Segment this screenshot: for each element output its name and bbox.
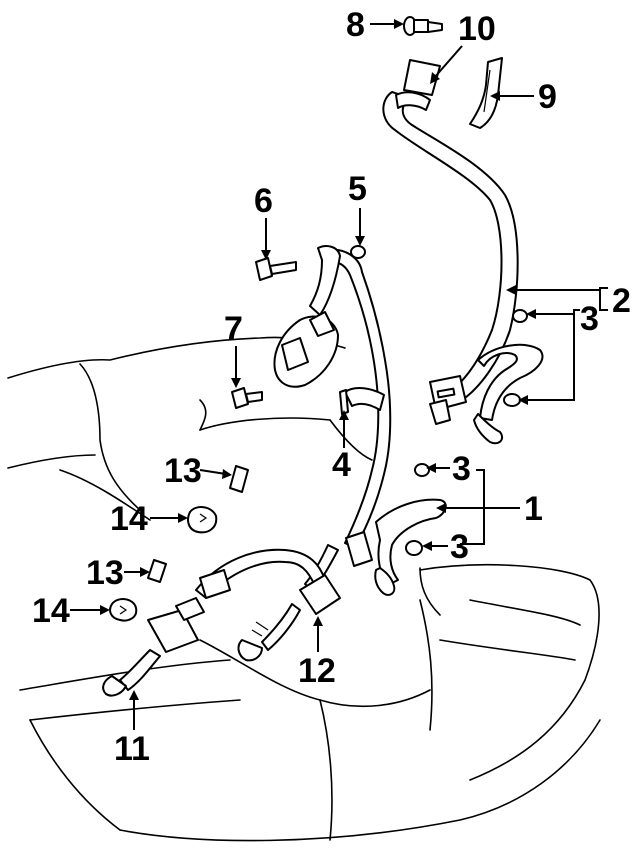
- callout-3-low: 3: [450, 528, 469, 566]
- nut-part-3-right: [503, 393, 521, 407]
- callout-12: 12: [298, 652, 336, 690]
- callout-6: 6: [254, 182, 273, 220]
- callout-13-lower: 13: [86, 554, 124, 592]
- nut-part-3-top: [512, 309, 528, 323]
- center-belt-assembly: [273, 245, 392, 591]
- bolt-part-7: [231, 387, 263, 409]
- buckle-part-12: [237, 574, 341, 662]
- callout-1: 1: [524, 490, 543, 528]
- callout-11: 11: [114, 730, 150, 768]
- bracket-part-4: [339, 387, 385, 415]
- callout-3-top: 3: [580, 300, 599, 338]
- lap-belt-anchor-part-1: [374, 498, 447, 596]
- shoulder-belt-assembly: [382, 59, 544, 445]
- buckle-assembly-part-11: [102, 548, 326, 697]
- callout-2: 2: [612, 282, 631, 320]
- callout-9: 9: [538, 78, 557, 116]
- callout-14-upper: 14: [110, 500, 148, 538]
- callout-5: 5: [348, 170, 367, 208]
- nut-part-5: [350, 245, 366, 259]
- leader-lines: [70, 19, 608, 730]
- callout-13-upper: 13: [164, 452, 202, 490]
- clip-part-14-upper: [187, 506, 218, 534]
- callout-8: 8: [346, 6, 365, 44]
- callout-3-mid: 3: [452, 450, 471, 488]
- bolt-part-8: [403, 16, 443, 36]
- bolt-part-6: [255, 257, 297, 281]
- callout-7: 7: [224, 310, 243, 348]
- nut-part-3-mid: [414, 463, 430, 477]
- callout-10: 10: [458, 10, 496, 48]
- bolt-part-13-lower: [147, 559, 167, 583]
- nut-part-3-low: [405, 540, 423, 556]
- bolt-part-13-upper: [229, 465, 249, 493]
- callout-labels: 8 10 9 6 5 2 3 7 4 3 13 1 14 3 13 14 12 …: [32, 6, 631, 768]
- callout-14-lower: 14: [32, 592, 70, 630]
- rear-seat-outline: [7, 336, 601, 842]
- clip-part-14-lower: [109, 598, 138, 622]
- belt-guide-part-9: [469, 57, 503, 129]
- callout-4: 4: [332, 446, 351, 484]
